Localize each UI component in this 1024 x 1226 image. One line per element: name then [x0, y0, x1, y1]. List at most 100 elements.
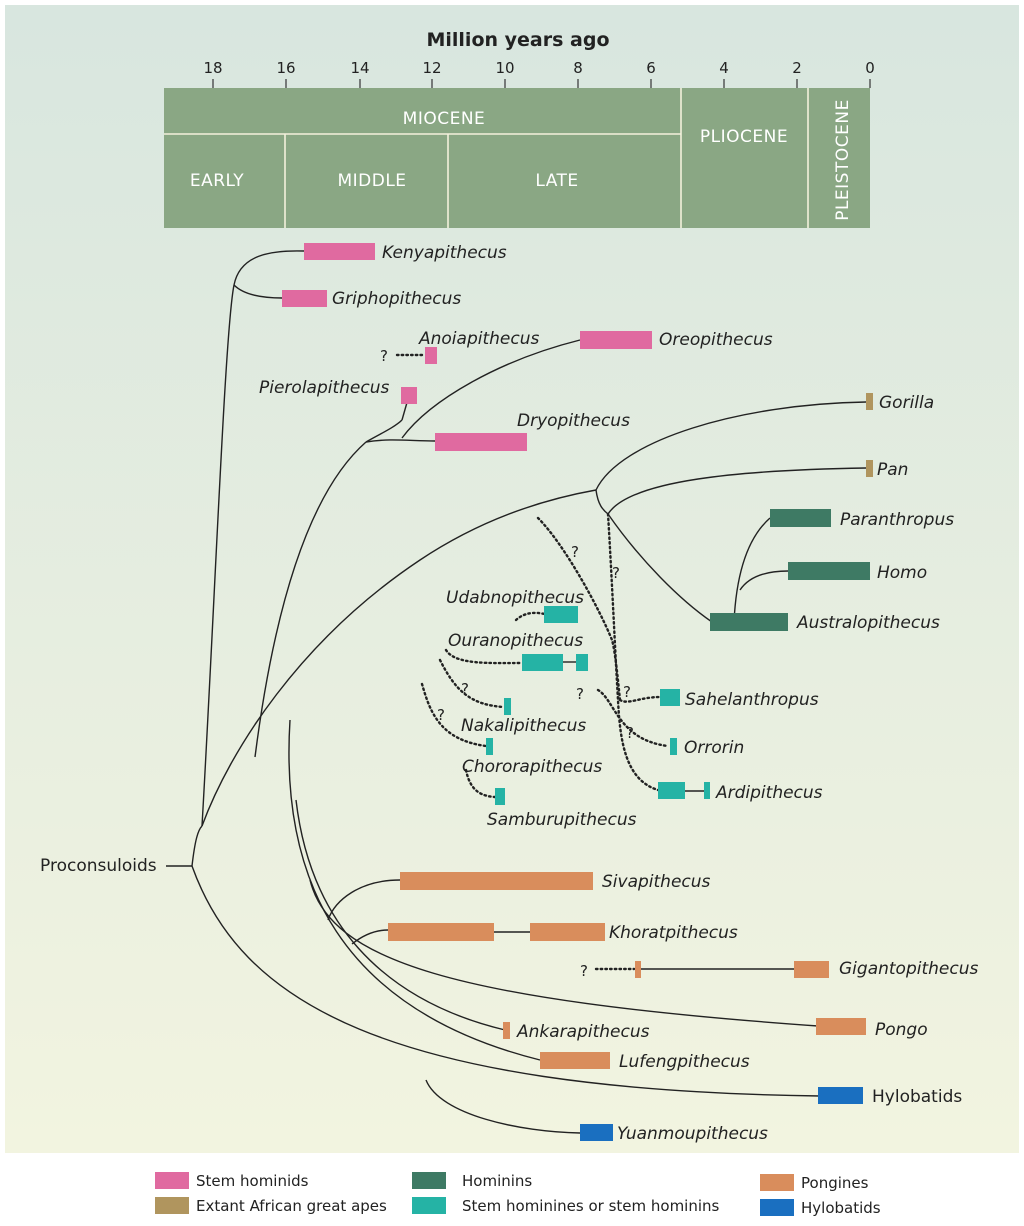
tick-6: 6 — [646, 59, 656, 77]
label-orrorin: Orrorin — [684, 738, 744, 758]
qmark-stem-link: ? — [571, 543, 579, 561]
dotted-sahelanthropus-link — [536, 516, 622, 702]
label-samburupithecus: Samburupithecus — [487, 810, 637, 830]
legend-label-stem-hominines: Stem hominines or stem hominins — [462, 1197, 720, 1215]
uncertain-branches — [395, 353, 670, 971]
label-ouranopithecus: Ouranopithecus — [448, 631, 583, 651]
branch-kenyapithecus — [233, 250, 305, 286]
branch-pan-hominin-split — [595, 489, 609, 515]
range-griphopithecus — [282, 290, 327, 307]
label-anoiapithecus: Anoiapithecus — [418, 329, 539, 349]
legend-label-stem-hominids: Stem hominids — [196, 1172, 309, 1190]
range-gigantopithecus-b — [794, 961, 829, 978]
range-chororapithecus — [486, 738, 493, 755]
legend-label-pongines: Pongines — [801, 1174, 869, 1192]
qmark-sahelanthropus: ? — [623, 683, 631, 701]
range-oreopithecus — [580, 331, 652, 349]
range-anoiapithecus — [425, 347, 437, 364]
timebar-fill — [164, 88, 870, 228]
qmark-anoiapithecus: ? — [380, 347, 388, 365]
label-chororapithecus: Chororapithecus — [462, 757, 602, 777]
branch-homo — [739, 570, 789, 591]
tick-14: 14 — [350, 59, 369, 77]
period-late: LATE — [535, 171, 578, 191]
qmark-hominin-link: ? — [612, 564, 620, 582]
legend-label-hominins: Hominins — [462, 1172, 532, 1190]
branch-griphopithecus — [233, 284, 283, 299]
range-orrorin — [670, 738, 677, 755]
branch-ankarapithecus — [295, 799, 506, 1031]
label-proconsuloids: Proconsuloids — [40, 856, 157, 876]
range-ardipithecus-a — [658, 782, 685, 799]
range-yuanmoupithecus — [580, 1124, 613, 1141]
label-lufengpithecus: Lufengpithecus — [619, 1052, 750, 1072]
tick-marks — [212, 79, 871, 88]
branch-root-split — [191, 825, 203, 867]
legend-label-extant-african: Extant African great apes — [196, 1197, 387, 1215]
dotted-orrorin — [596, 688, 670, 748]
label-griphopithecus: Griphopithecus — [332, 289, 461, 309]
range-kenyapithecus — [304, 243, 375, 260]
range-dryopithecus — [435, 433, 527, 451]
branch-hylobatids — [191, 865, 821, 1097]
range-bars — [282, 243, 873, 1141]
label-kenyapithecus: Kenyapithecus — [382, 243, 507, 263]
range-gorilla — [866, 393, 873, 410]
tick-10: 10 — [495, 59, 514, 77]
range-udabnopithecus — [544, 606, 578, 623]
dotted-udabnopithecus — [514, 611, 547, 622]
period-middle: MIDDLE — [337, 171, 406, 191]
label-dryopithecus: Dryopithecus — [517, 411, 630, 431]
legend-label-hylobatids: Hylobatids — [801, 1199, 881, 1217]
label-hylobatids: Hylobatids — [872, 1087, 962, 1107]
label-sahelanthropus: Sahelanthropus — [685, 690, 819, 710]
range-ankarapithecus — [503, 1022, 510, 1039]
range-khoratpithecus-b — [530, 923, 605, 941]
legend-swatch-hominins — [412, 1172, 446, 1189]
branch-gorilla — [595, 401, 867, 491]
tick-12: 12 — [422, 59, 441, 77]
range-gigantopithecus-a — [635, 961, 641, 978]
axis-ticks: 18 16 14 12 10 8 6 4 2 0 — [203, 59, 874, 77]
legend-swatch-extant-african — [155, 1197, 189, 1214]
range-khoratpithecus-a — [388, 923, 494, 941]
period-early: EARLY — [190, 171, 244, 191]
tick-16: 16 — [276, 59, 295, 77]
tick-4: 4 — [719, 59, 729, 77]
range-pongo — [816, 1018, 866, 1035]
tree-branches — [166, 250, 867, 1134]
range-pan — [866, 460, 873, 477]
dotted-nakalipithecus — [438, 658, 506, 709]
branch-yuanmoupithecus — [425, 1079, 581, 1134]
dotted-samburupithecus — [464, 768, 497, 799]
legend-swatch-pongines — [760, 1174, 794, 1191]
label-gigantopithecus: Gigantopithecus — [839, 959, 978, 979]
dotted-ardipithecus — [606, 512, 660, 792]
period-pleistocene: PLEISTOCENE — [833, 99, 853, 221]
range-ouranopithecus-a — [522, 654, 563, 671]
range-paranthropus — [770, 509, 831, 527]
question-marks: ? ? ? ? ? ? ? ? ? — [380, 347, 634, 980]
tick-18: 18 — [203, 59, 222, 77]
dotted-chororapithecus — [420, 682, 488, 748]
branch-australopithecus — [607, 513, 713, 623]
range-hylobatids — [818, 1087, 863, 1104]
label-khoratpithecus: Khoratpithecus — [609, 923, 738, 943]
branch-pierolapithecus — [365, 419, 403, 443]
tick-8: 8 — [573, 59, 583, 77]
range-ouranopithecus-b — [576, 654, 588, 671]
label-udabnopithecus: Udabnopithecus — [446, 588, 584, 608]
label-paranthropus: Paranthropus — [840, 510, 954, 530]
range-australopithecus — [710, 613, 788, 631]
qmark-orrorin-link: ? — [576, 685, 584, 703]
range-homo — [788, 562, 870, 580]
branch-lufengpithecus — [288, 719, 541, 1061]
label-gorilla: Gorilla — [879, 393, 934, 413]
timebar-dividers — [164, 88, 809, 228]
branch-hominid-crown — [201, 489, 597, 827]
branch-khoratpithecus — [351, 929, 389, 945]
branch-kenyapithecus-clade — [201, 284, 235, 827]
range-nakalipithecus — [504, 698, 511, 715]
range-sivapithecus — [400, 872, 593, 890]
